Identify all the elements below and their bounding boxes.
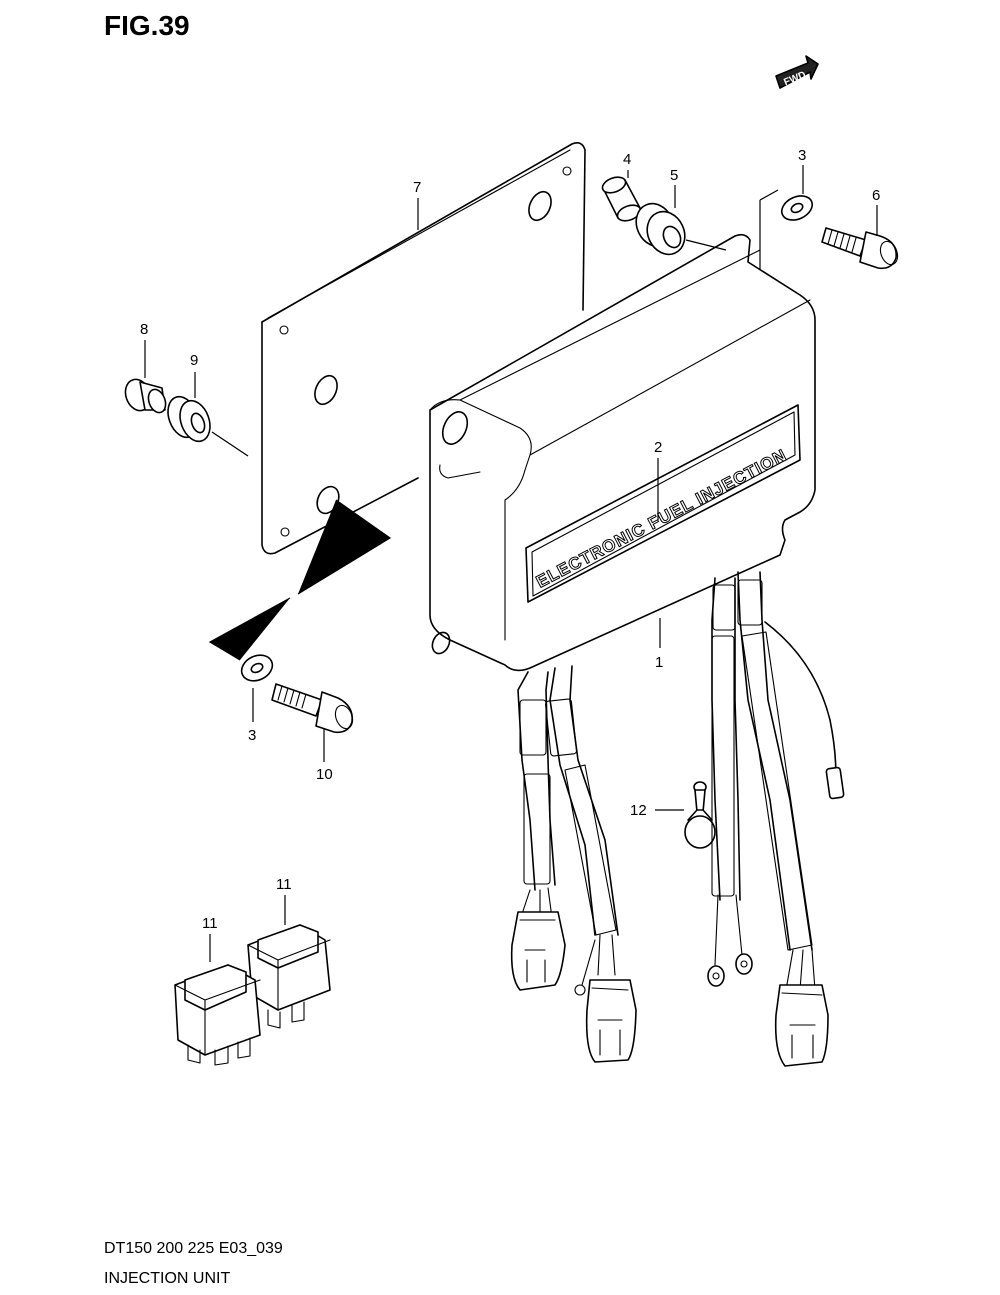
callout-11-rear: 11 bbox=[276, 876, 292, 893]
callout-10: 10 bbox=[316, 766, 333, 783]
wire-harness-left bbox=[510, 665, 637, 1063]
bolt-upper bbox=[821, 227, 899, 270]
callout-11-front: 11 bbox=[202, 915, 218, 932]
grommet-left bbox=[167, 395, 211, 443]
callout-5: 5 bbox=[670, 167, 678, 184]
collar-left bbox=[124, 378, 167, 414]
washer-upper bbox=[780, 195, 814, 221]
callout-6: 6 bbox=[872, 187, 880, 204]
callout-4: 4 bbox=[623, 151, 631, 168]
callout-1: 1 bbox=[655, 654, 663, 671]
washer-lower bbox=[240, 654, 274, 682]
callout-3-lower: 3 bbox=[248, 727, 256, 744]
injection-control-unit: ELECTRONIC FUEL INJECTION bbox=[429, 233, 816, 672]
forward-arrow-icon: FWD bbox=[775, 55, 819, 89]
relay-rear bbox=[247, 924, 331, 1029]
callout-12: 12 bbox=[630, 802, 647, 819]
mounting-plate bbox=[261, 142, 586, 555]
callout-leaders bbox=[144, 165, 878, 962]
unit-label-text: ELECTRONIC FUEL INJECTION bbox=[533, 446, 790, 592]
bolt-lower bbox=[271, 683, 354, 734]
callout-9: 9 bbox=[190, 352, 198, 369]
wire-clamp bbox=[684, 781, 716, 849]
callout-2: 2 bbox=[654, 439, 662, 456]
grommet-upper bbox=[635, 202, 686, 256]
callout-8: 8 bbox=[140, 321, 148, 338]
callout-3-upper: 3 bbox=[798, 147, 806, 164]
callout-7: 7 bbox=[413, 179, 421, 196]
assembly-lines bbox=[208, 189, 779, 661]
section-name: INJECTION UNIT bbox=[104, 1270, 230, 1287]
model-code: DT150 200 225 E03_039 bbox=[104, 1240, 283, 1257]
callout-labels: 1 2 3 3 4 5 6 7 8 9 10 11 11 12 bbox=[140, 147, 880, 932]
figure-title: FIG.39 bbox=[104, 10, 190, 41]
wire-harness-right bbox=[707, 571, 845, 1067]
relay-front bbox=[174, 964, 261, 1066]
